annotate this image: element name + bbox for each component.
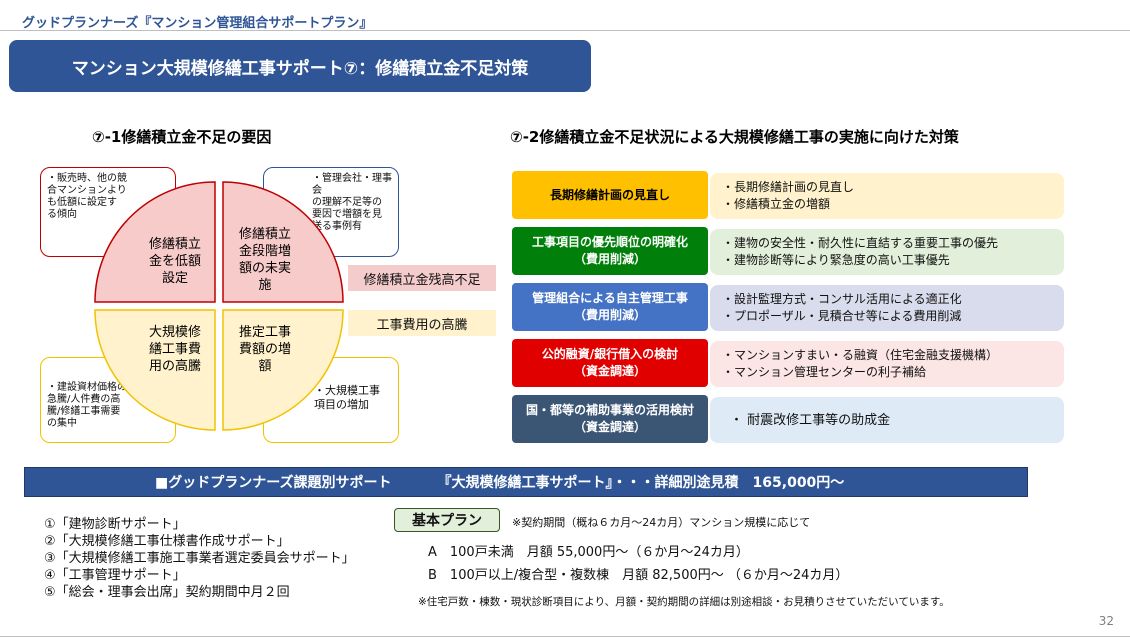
countermeasure-label: 長期修繕計画の見直し	[512, 171, 708, 219]
note-line: ・管理会社・理事会	[312, 173, 392, 196]
note-line: 騰/修繕工事需要	[47, 406, 121, 417]
countermeasure-detail-line: ・マンションすまい・る融資（住宅金融支援機構）	[722, 348, 999, 362]
note-line: 急騰/人件費の高	[47, 394, 121, 405]
footnote: ※住宅戸数・棟数・現状診断項目により、月額・契約期間の詳細は別途相談・お見積りさ…	[418, 596, 950, 608]
countermeasure-label-line: 長期修繕計画の見直し	[549, 187, 670, 202]
countermeasure-label: 国・都等の補助事業の活用検討 （資金調達）	[512, 395, 708, 443]
note-line: 送る事例有	[312, 221, 362, 232]
countermeasure-detail-line: ・建物の安全性・耐久性に直結する重要工事の優先	[722, 236, 999, 250]
countermeasure-detail: ・マンションすまい・る融資（住宅金融支援機構） ・マンション管理センターの利子補給	[710, 341, 1064, 387]
note-line: 項目の増加	[314, 398, 369, 411]
header-divider	[0, 30, 1130, 31]
countermeasure-label: 工事項目の優先順位の明確化 （費用削減）	[512, 227, 708, 275]
tag-cost-increase: 工事費用の高騰	[348, 310, 496, 336]
countermeasure-label-line: （資金調達）	[573, 364, 646, 378]
footer-divider	[0, 636, 1130, 637]
quadrant-bottom-left	[94, 309, 216, 431]
countermeasure-detail-line: ・マンション管理センターの利子補給	[722, 365, 927, 379]
countermeasure-detail-line: ・建物診断等により緊急度の高い工事優先	[722, 253, 950, 267]
quadrant-bottom-right-text: 推定工事 費額の増 額	[238, 325, 291, 374]
note-line: 要因で増額を見	[312, 209, 382, 220]
countermeasure-label-line: 管理組合による自主管理工事	[532, 291, 688, 305]
support-banner-right: 『大規模修繕工事サポート』・・・詳細別途見積 165,000円～	[437, 475, 845, 491]
countermeasure-detail-line: ・設計監理方式・コンサル活用による適正化	[722, 292, 962, 306]
support-list: ①「建物診断サポート」 ②「大規模修繕工事仕様書作成サポート」 ③「大規模修繕工…	[44, 516, 355, 601]
countermeasure-label-line: 工事項目の優先順位の明確化	[531, 235, 688, 249]
note-line: の理解不足等の	[312, 197, 382, 208]
tag-reserve-shortage: 修繕積立金残高不足	[348, 265, 496, 291]
countermeasure-label: 管理組合による自主管理工事 （費用削減）	[512, 283, 708, 331]
countermeasure-label-line: 国・都等の補助事業の活用検討	[525, 403, 694, 417]
note-line: ・販売時、他の競	[47, 173, 127, 184]
countermeasure-label-line: （資金調達）	[573, 420, 646, 434]
note-line: ・建設資材価格の	[47, 382, 127, 393]
note-line: の集中	[47, 418, 77, 429]
note-line: ・大規模工事	[314, 384, 380, 397]
quadrant-top-left-text: 修繕積立 金を低額 設定	[148, 237, 201, 286]
quadrant-bottom-right	[222, 309, 344, 431]
countermeasure-detail-line: ・長期修繕計画の見直し	[722, 180, 855, 194]
countermeasure-detail: ・ 耐震改修工事等の助成金	[710, 397, 1064, 443]
quadrant-top-right-text: 修繕積立 金段階増 額の未実 施	[238, 227, 291, 293]
right-section-title: ⑦-2修繕積立金不足状況による大規模修繕工事の実施に向けた対策	[510, 128, 959, 146]
list-item: ②「大規模修繕工事仕様書作成サポート」	[44, 534, 290, 549]
countermeasure-label-line: （費用削減）	[573, 252, 646, 266]
countermeasure-detail: ・長期修繕計画の見直し・修繕積立金の増額	[710, 173, 1064, 219]
list-item: ④「工事管理サポート」	[44, 568, 186, 583]
support-banner-left: ■グッドプランナーズ課題別サポート	[155, 475, 392, 491]
countermeasure-detail-line: ・プロポーザル・見積合せ等による費用削減	[722, 309, 962, 323]
left-section-title: ⑦-1修繕積立金不足の要因	[92, 128, 272, 146]
factor-circle	[94, 181, 344, 431]
countermeasure-detail-line: ・ 耐震改修工事等の助成金	[730, 412, 891, 428]
plan-b: B 100戸以上/複合型・複数棟 月額 82,500円～ （６か月～24カ月）	[428, 568, 849, 583]
plan-note: ※契約期間（概ね６カ月～24カ月）マンション規模に応じて	[512, 516, 811, 529]
header-title: グッドプランナーズ『マンション管理組合サポートプラン』	[22, 16, 373, 31]
page-banner: マンション大規模修繕工事サポート⑦：修繕積立金不足対策	[9, 40, 591, 92]
note-line: も低額に設定す	[47, 197, 117, 208]
countermeasure-detail: ・建物の安全性・耐久性に直結する重要工事の優先・建物診断等により緊急度の高い工事…	[710, 229, 1064, 275]
note-line: 合マンションより	[47, 185, 127, 196]
list-item: ⑤「総会・理事会出席」契約期間中月２回	[44, 585, 290, 600]
quadrant-bottom-left-text: 大規模修 繕工事費 用の高騰	[148, 325, 201, 374]
plan-a: A 100戸未満 月額 55,000円～（６か月～24カ月）	[428, 545, 749, 560]
quadrant-top-left	[94, 181, 216, 303]
basic-plan-tag: 基本プラン	[394, 508, 500, 532]
support-banner: ■グッドプランナーズ課題別サポート 『大規模修繕工事サポート』・・・詳細別途見積…	[24, 467, 1028, 497]
note-line: る傾向	[47, 209, 77, 220]
page-number: 32	[1098, 614, 1114, 628]
countermeasure-label: 公的融資/銀行借入の検討 （資金調達）	[512, 339, 708, 387]
countermeasure-detail-line: ・修繕積立金の増額	[722, 197, 831, 211]
list-item: ①「建物診断サポート」	[44, 517, 186, 532]
countermeasure-detail: ・設計監理方式・コンサル活用による適正化・プロポーザル・見積合せ等による費用削減	[710, 285, 1064, 331]
countermeasure-label-line: 公的融資/銀行借入の検討	[541, 347, 679, 361]
list-item: ③「大規模修繕工事施工事業者選定委員会サポート」	[44, 551, 355, 566]
quadrant-top-right	[222, 181, 344, 303]
countermeasure-label-line: （費用削減）	[573, 308, 646, 322]
